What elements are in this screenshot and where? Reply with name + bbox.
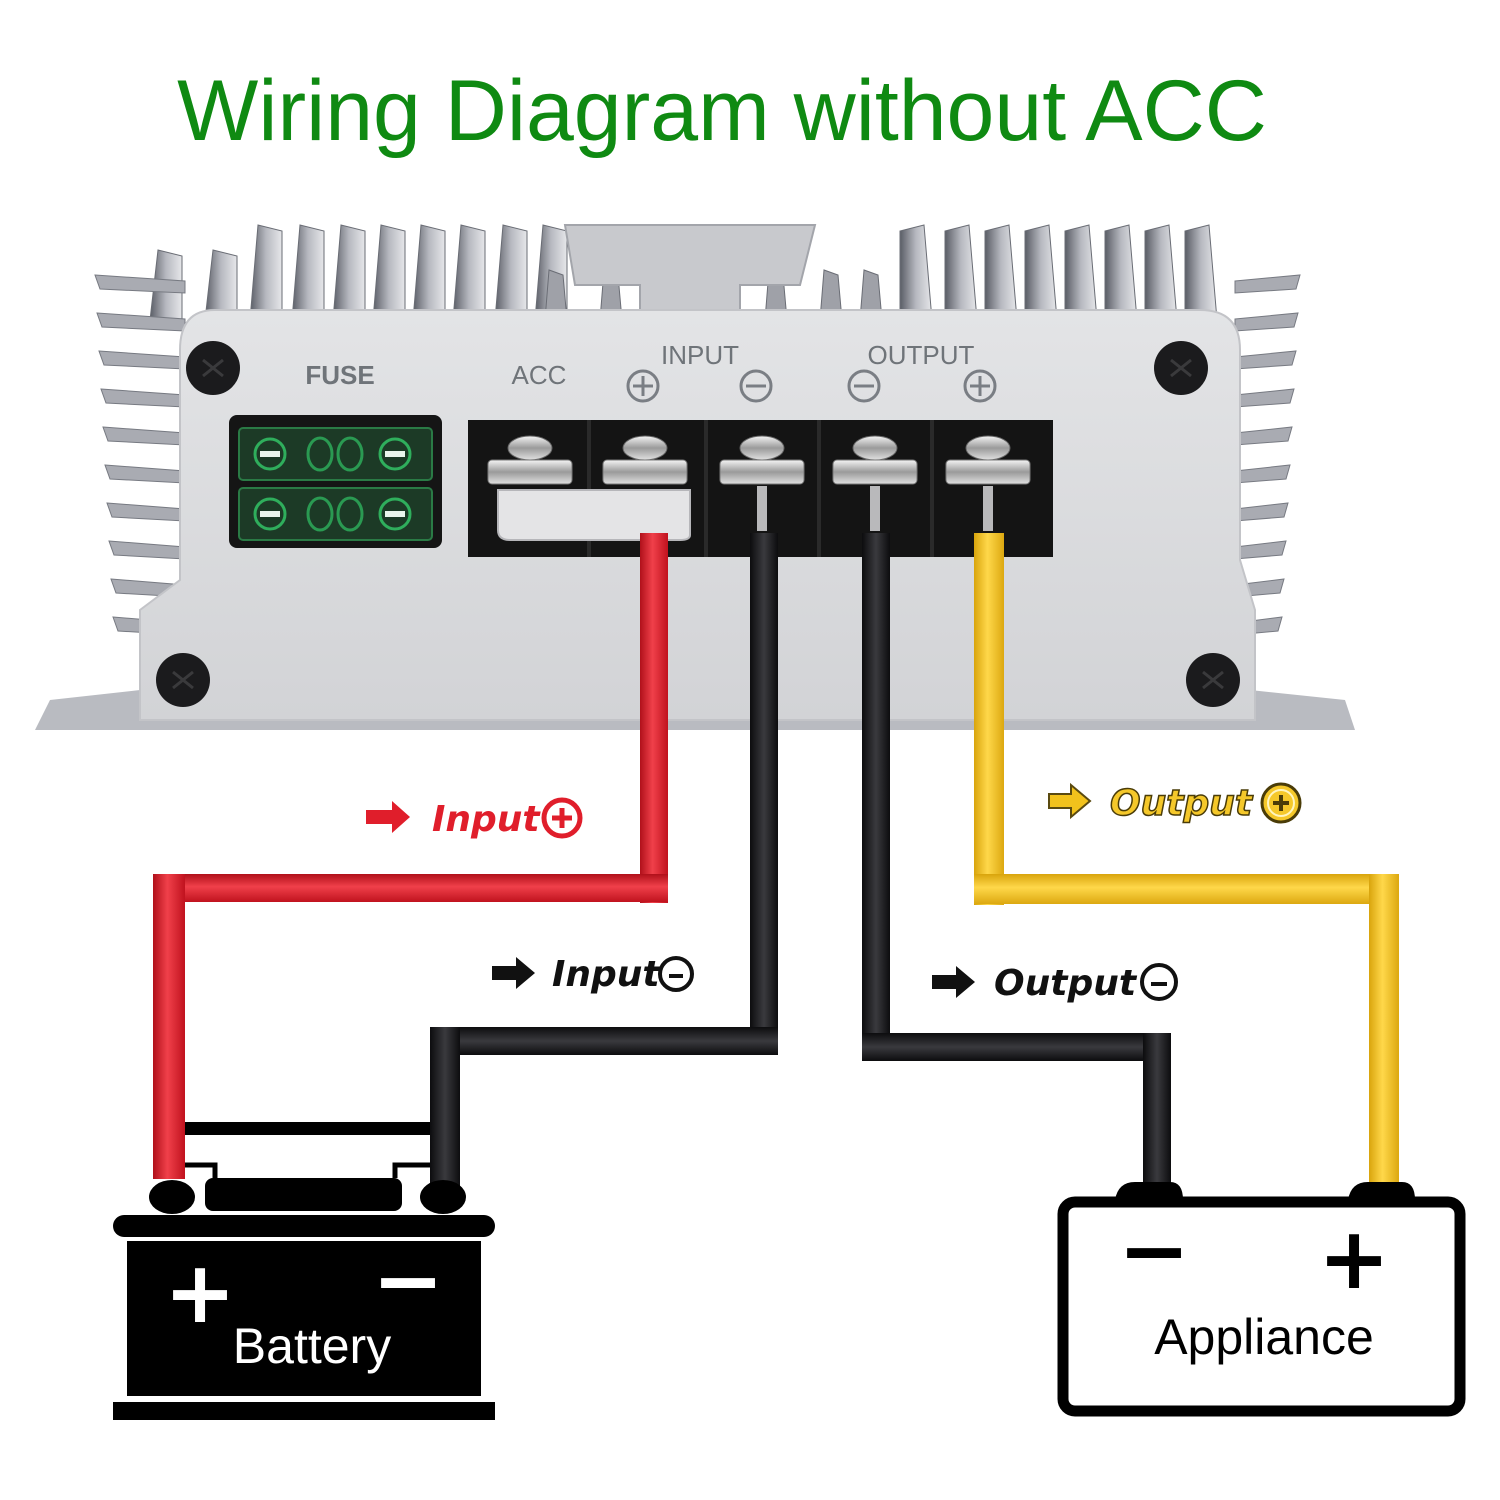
heatsink-fin [102,426,186,446]
input-positive-symbol-icon [626,369,660,403]
minus-circle-icon [658,956,694,992]
arrow-right-icon [366,801,410,833]
heatsink-fin [108,540,186,560]
appliance-positive-post [1348,1182,1415,1200]
callout-output-positive: Output [1048,782,1302,825]
wire-output-negative [862,533,1171,1188]
output-negative-symbol-icon [847,369,881,403]
heatsink-fin [1234,312,1299,332]
callout-text: Output [994,963,1138,1004]
battery-label: Battery [233,1318,391,1374]
heatsink-fin [412,224,446,321]
heatsink-fin [1144,224,1178,321]
heatsink-fin [104,464,186,484]
fuse-label: FUSE [305,360,374,390]
screw-icon [156,653,210,707]
callout-text: Input [552,954,661,995]
battery-positive-post [149,1180,195,1214]
screw-icon [186,341,240,395]
arrow-right-icon [1048,782,1092,820]
fuse [238,427,433,481]
input-label: INPUT [661,340,739,370]
heatsink-fin [332,224,366,321]
appliance-negative-post [1115,1182,1183,1200]
wire-output-positive [974,533,1399,1186]
heatsink-fin [944,224,978,321]
wire-input-negative [430,533,778,1187]
heatsink-fin [1234,502,1289,522]
fuse-holder [229,415,442,548]
terminal-acc [487,435,573,485]
plus-circle-icon [1260,782,1302,824]
wires [153,533,1399,1188]
callout-text: Input [432,799,541,840]
heatsink-fin [372,224,406,321]
heatsink-fin [249,224,283,321]
fuse [238,487,433,541]
heatsink-fin [452,224,486,321]
heatsink-fin [1234,426,1293,446]
heatsink-fin [1234,274,1301,294]
heatsink-fin [1234,350,1297,370]
heatsink-fin [1184,224,1218,321]
heatsink-fin [291,224,325,321]
acc-label: ACC [512,360,567,390]
callout-output-negative: Output [932,963,1178,1004]
battery-plus-symbol: + [164,1243,236,1343]
heatsink-fin [1234,464,1291,484]
heatsink-fin [98,350,186,370]
battery-minus-symbol: − [372,1231,444,1331]
heatsink-fin [1234,388,1295,408]
heatsink-fin [1064,224,1098,321]
terminal-input-positive [602,435,688,485]
appliance-minus-symbol: − [1118,1201,1190,1301]
heatsink-fin [899,224,933,321]
input-negative-symbol-icon [739,369,773,403]
battery-negative-post [420,1180,466,1214]
acc-jumper-bar [497,489,691,541]
plus-circle-icon [541,797,583,839]
minus-circle-icon [1140,963,1178,1001]
dc-converter: FUSE ACC INPUT OUTPUT [35,224,1355,730]
screw-icon [1154,341,1208,395]
callout-input-negative: Input [492,954,694,995]
output-label: OUTPUT [868,340,975,370]
diagram-title: Wiring Diagram without ACC [177,63,1267,159]
arrow-right-icon [492,957,535,989]
heatsink-fin [94,274,186,294]
heatsink-fin [494,224,528,321]
terminal-output-negative [832,435,918,531]
terminal-input-negative [719,435,805,531]
appliance-label: Appliance [1154,1309,1374,1365]
heatsink-fin [1104,224,1138,321]
output-positive-symbol-icon [963,369,997,403]
heatsink-fin [106,502,186,522]
appliance: − + Appliance [1057,1182,1466,1417]
appliance-plus-symbol: + [1318,1209,1390,1309]
heatsink-fin [1024,224,1058,321]
callout-input-positive: Input [366,797,583,840]
terminal-output-positive [945,435,1031,531]
screw-icon [1186,653,1240,707]
battery: + − Battery [113,1122,495,1420]
wire-input-positive [153,533,668,1179]
callout-text: Output [1110,783,1254,824]
heatsink-fin [1234,540,1287,560]
heatsink-fin [984,224,1018,321]
heatsink-fin [100,388,186,408]
arrow-right-icon [932,966,975,998]
heatsink-fins-left [94,274,186,636]
